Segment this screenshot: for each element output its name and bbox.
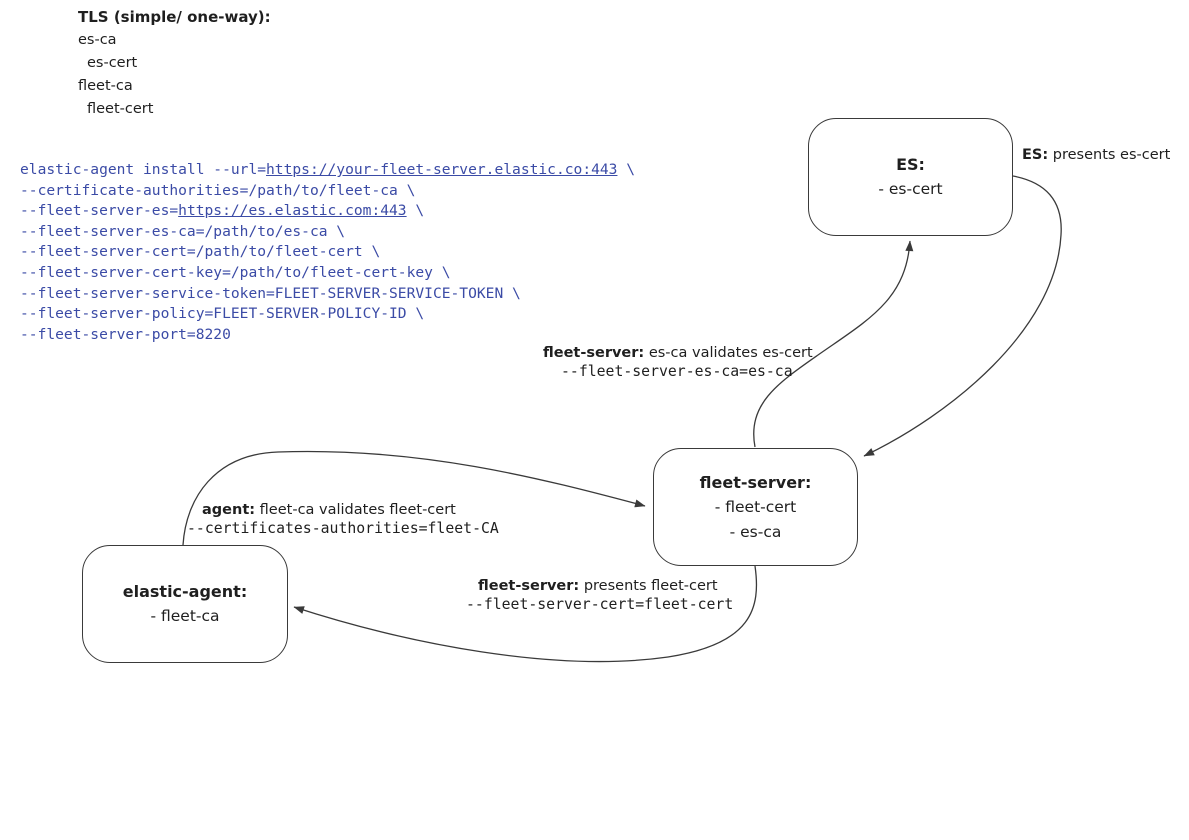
url-link[interactable]: https://your-fleet-server.elastic.co:443 <box>266 161 618 178</box>
code-line: elastic-agent install --url=https://your… <box>20 160 635 181</box>
code-line: --fleet-server-es=https://es.elastic.com… <box>20 201 635 222</box>
code-text: \ <box>406 202 425 220</box>
arrow-fleet-presents <box>293 565 758 663</box>
edge-label-fleet-presents: fleet-server: presents fleet-cert --flee… <box>466 577 733 614</box>
tls-list-item-es-ca: es-ca <box>78 32 117 48</box>
node-es-item: - es-cert <box>878 180 943 198</box>
arrow-agent-validates <box>182 450 646 546</box>
tls-cert-list: TLS (simple/ one-way): es-ca es-cert fle… <box>78 6 271 121</box>
node-elastic-agent: elastic-agent: - fleet-ca <box>82 545 288 663</box>
node-fleet-server-item: - fleet-cert <box>714 497 797 516</box>
node-es: ES: - es-cert <box>808 118 1013 236</box>
code-line: --certificate-authorities=/path/to/fleet… <box>20 181 635 202</box>
code-text: --fleet-server-service-token=FLEET-SERVE… <box>20 284 521 302</box>
node-fleet-server-title: fleet-server: <box>699 472 812 492</box>
code-text: --fleet-server-port=8220 <box>20 325 231 343</box>
node-fleet-server-item: - es-ca <box>729 522 782 541</box>
edge-label-text: ES: presents es-cert <box>1022 147 1171 163</box>
node-elastic-agent-item: - fleet-ca <box>150 607 220 625</box>
tls-list-title: TLS (simple/ one-way): <box>78 8 271 26</box>
edge-label-fleet-validates: fleet-server: es-ca validates es-cert --… <box>543 344 813 381</box>
edge-label-flag: --fleet-server-cert=fleet-cert <box>466 596 734 613</box>
edge-label-es-presents: ES: presents es-cert <box>1022 146 1170 164</box>
code-line: --fleet-server-es-ca=/path/to/es-ca \ <box>20 222 635 243</box>
code-line: --fleet-server-port=8220 <box>20 325 635 346</box>
edge-label-text: agent: fleet-ca validates fleet-cert <box>202 502 456 518</box>
tls-list-item-fleet-cert: fleet-cert <box>87 101 154 117</box>
edge-label-flag: --certificates-authorities=fleet-CA <box>187 520 499 537</box>
edge-label-text: fleet-server: presents fleet-cert <box>478 578 718 594</box>
code-text: --fleet-server-es= <box>20 202 179 220</box>
code-text: elastic-agent install --url= <box>20 161 267 178</box>
code-line: --fleet-server-cert=/path/to/fleet-cert … <box>20 242 635 263</box>
node-es-title: ES: <box>896 155 925 174</box>
arrow-es-presents <box>863 175 1062 457</box>
code-text: --fleet-server-cert=/path/to/fleet-cert … <box>20 243 381 261</box>
code-text: --certificate-authorities=/path/to/fleet… <box>20 181 416 199</box>
tls-list-item-fleet-ca: fleet-ca <box>78 78 133 94</box>
code-text: --fleet-server-policy=FLEET-SERVER-POLIC… <box>20 305 425 323</box>
code-line: --fleet-server-service-token=FLEET-SERVE… <box>20 284 635 305</box>
edge-label-agent-validates: agent: fleet-ca validates fleet-cert --c… <box>187 501 499 538</box>
edge-label-flag: --fleet-server-es-ca=es-ca <box>561 363 793 380</box>
url-link[interactable]: https://es.elastic.com:443 <box>178 202 407 220</box>
node-fleet-server: fleet-server: - fleet-cert - es-ca <box>653 448 858 566</box>
edge-label-text: fleet-server: es-ca validates es-cert <box>543 345 813 361</box>
code-line: --fleet-server-policy=FLEET-SERVER-POLIC… <box>20 304 635 325</box>
code-text: \ <box>617 161 636 178</box>
node-elastic-agent-title: elastic-agent: <box>122 582 248 601</box>
tls-list-item-es-cert: es-cert <box>87 55 138 71</box>
code-line: --fleet-server-cert-key=/path/to/fleet-c… <box>20 263 635 284</box>
install-command: elastic-agent install --url=https://your… <box>20 160 635 345</box>
code-text: --fleet-server-cert-key=/path/to/fleet-c… <box>20 263 451 281</box>
arrow-fleet-validates <box>753 240 914 448</box>
code-text: --fleet-server-es-ca=/path/to/es-ca \ <box>20 222 346 240</box>
